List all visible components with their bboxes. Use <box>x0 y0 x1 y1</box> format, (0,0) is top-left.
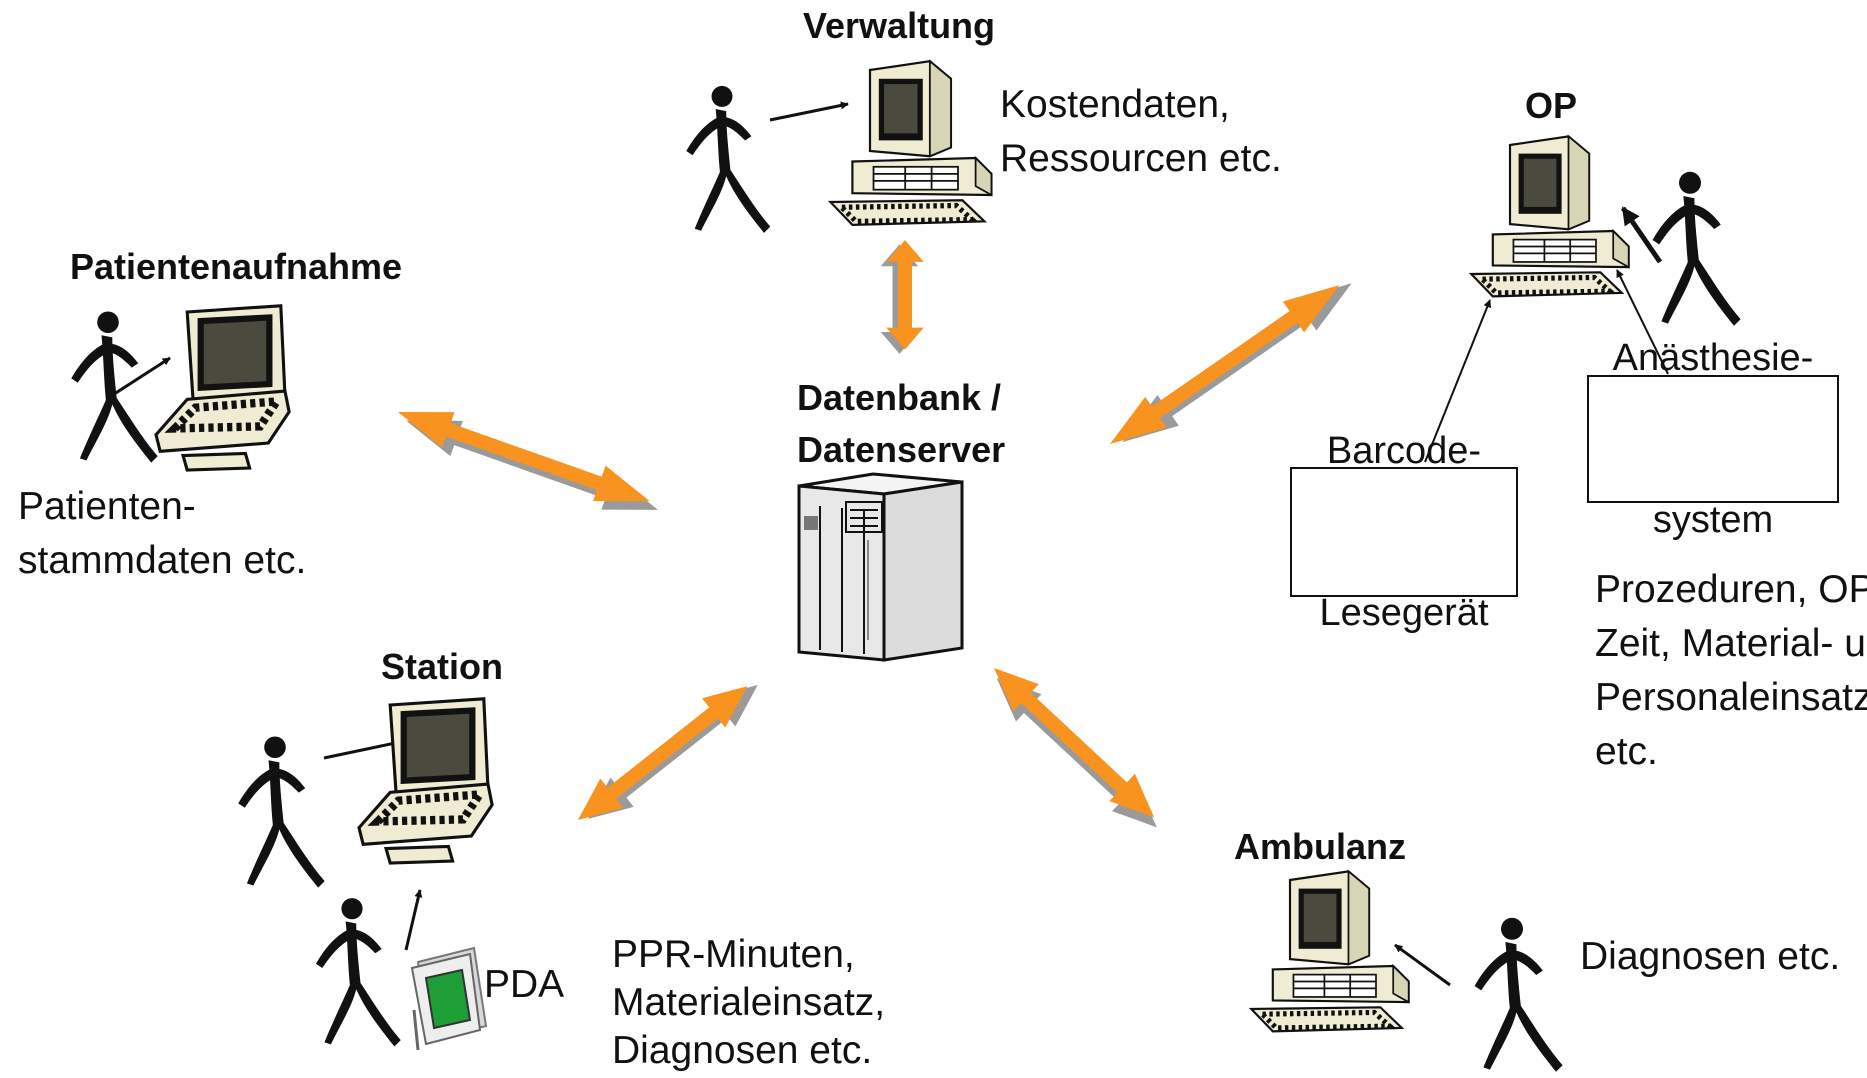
barcode-reader-label-line-1: Barcode- <box>1326 430 1482 472</box>
arrow-patientenaufnahme-datenbank <box>389 394 667 528</box>
anaesthesie-system-label-line-2: system <box>1652 499 1774 541</box>
verwaltung-description-line-1: Kostendaten, <box>1000 83 1230 126</box>
station-description-line-2: Materialeinsatz, <box>612 981 886 1024</box>
barcode-reader-box: Barcode- Lesegerät <box>1290 430 1518 634</box>
verwaltung-description-line-2: Ressourcen etc. <box>1000 137 1282 180</box>
anaesthesie-system-label-line-1: Anästhesie- <box>1612 337 1814 379</box>
op-description-line-3: Personaleinsatz <box>1595 676 1867 719</box>
laptop-station-icon <box>359 699 492 863</box>
pda-icon <box>410 946 488 1051</box>
pda-label: PDA <box>484 963 565 1006</box>
patientenaufnahme-description-line-1: Patienten- <box>18 485 196 528</box>
verwaltung-title: Verwaltung <box>803 5 996 46</box>
desktop-ambulanz-icon <box>1251 871 1408 1031</box>
datenbank-title-line-2: Datenserver <box>797 429 1006 470</box>
person-patientenaufnahme-icon <box>71 311 158 463</box>
arrow-station-datenbank <box>566 666 770 839</box>
station-description-line-3: Diagnosen etc. <box>612 1029 873 1072</box>
op-title: OP <box>1525 85 1578 126</box>
datenbank-title-line-1: Datenbank / <box>797 377 1002 418</box>
ambulanz-title: Ambulanz <box>1234 826 1407 867</box>
op-description-line-2: Zeit, Material- u. <box>1595 622 1867 665</box>
op-description-line-4: etc. <box>1595 730 1658 773</box>
arrow-verwaltung-datenbank <box>880 240 924 354</box>
arrow-ambulanz-datenbank <box>977 654 1174 842</box>
person-pda-icon <box>315 898 401 1047</box>
laptop-patientenaufnahme-icon <box>156 306 289 470</box>
anaesthesie-system-box: Anästhesie- system <box>1587 337 1839 541</box>
patientenaufnahme-description-line-2: stammdaten etc. <box>18 539 307 582</box>
ambulanz-description: Diagnosen etc. <box>1580 935 1841 978</box>
person-verwaltung-icon <box>686 85 771 233</box>
station-description-line-1: PPR-Minuten, <box>612 933 855 976</box>
op-description-line-1: Prozeduren, OP- <box>1595 568 1867 611</box>
barcode-reader-label-line-2: Lesegerät <box>1319 592 1489 634</box>
station-title: Station <box>381 646 503 687</box>
server-icon <box>797 472 964 662</box>
patientenaufnahme-title: Patientenaufnahme <box>70 246 403 287</box>
desktop-verwaltung-icon <box>830 61 991 225</box>
person-station-icon <box>238 736 325 888</box>
desktop-op-icon <box>1471 136 1628 296</box>
person-ambulanz-icon <box>1474 917 1563 1072</box>
